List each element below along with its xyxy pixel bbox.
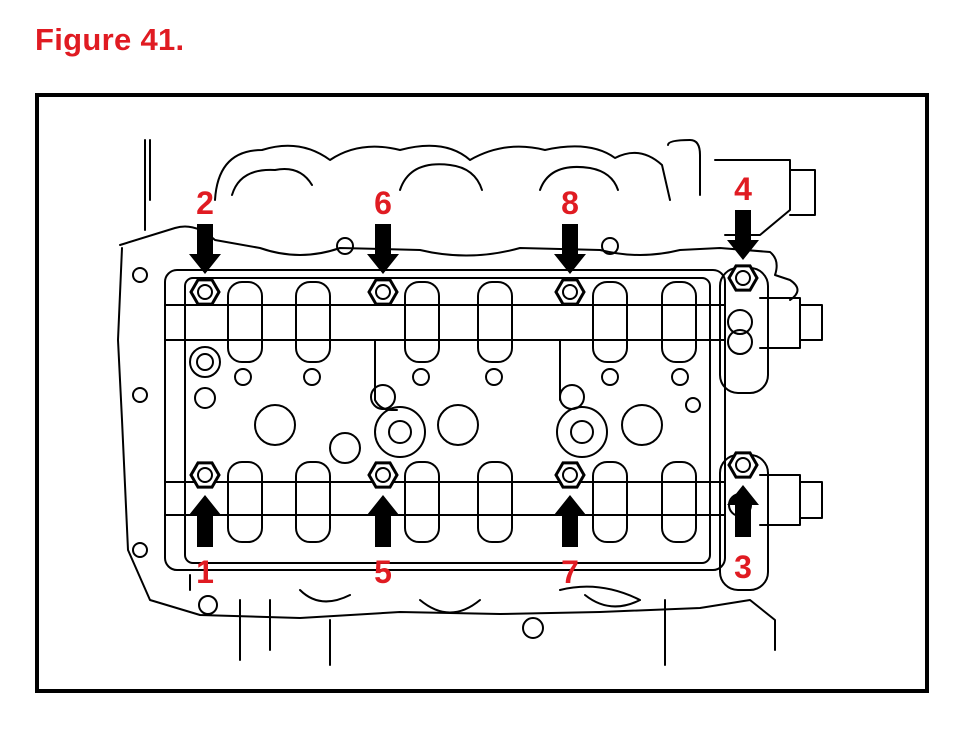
hex-bolt-icon: [727, 451, 759, 479]
hex-bolt-icon: [189, 278, 221, 306]
arrow-icon: [367, 224, 399, 274]
arrow-icon: [727, 485, 759, 537]
bolt-7: 7: [554, 461, 586, 590]
figure-title: Figure 41.: [35, 22, 185, 57]
hex-bolt-icon: [367, 461, 399, 489]
arrow-icon: [367, 495, 399, 547]
arrow-icon: [189, 495, 221, 547]
bolt-3: 3: [727, 451, 759, 585]
bolt-number-label: 3: [734, 549, 752, 585]
bolt-2: 2: [189, 185, 221, 306]
bolt-number-label: 7: [561, 554, 579, 590]
arrow-icon: [189, 224, 221, 274]
bolt-number-label: 4: [734, 171, 752, 207]
hex-bolt-icon: [727, 264, 759, 292]
bolt-number-label: 1: [196, 554, 214, 590]
bolt-number-label: 8: [561, 185, 579, 221]
hex-bolt-icon: [189, 461, 221, 489]
bolt-8: 8: [554, 185, 586, 306]
bolt-6: 6: [367, 185, 399, 306]
hex-bolt-icon: [367, 278, 399, 306]
bolt-1: 1: [189, 461, 221, 590]
hex-bolt-icon: [554, 278, 586, 306]
cylinder-head-outline: [117, 139, 823, 666]
bolt-number-label: 5: [374, 554, 392, 590]
bolt-5: 5: [367, 461, 399, 590]
arrow-icon: [554, 495, 586, 547]
arrow-icon: [554, 224, 586, 274]
bolt-number-label: 6: [374, 185, 392, 221]
bolt-4: 4: [727, 171, 759, 292]
bolt-number-label: 2: [196, 185, 214, 221]
arrow-icon: [727, 210, 759, 260]
bolt-markers: 1 2 3 4 5 6 7 8: [189, 171, 759, 590]
hex-bolt-icon: [554, 461, 586, 489]
figure-frame: [35, 93, 929, 693]
